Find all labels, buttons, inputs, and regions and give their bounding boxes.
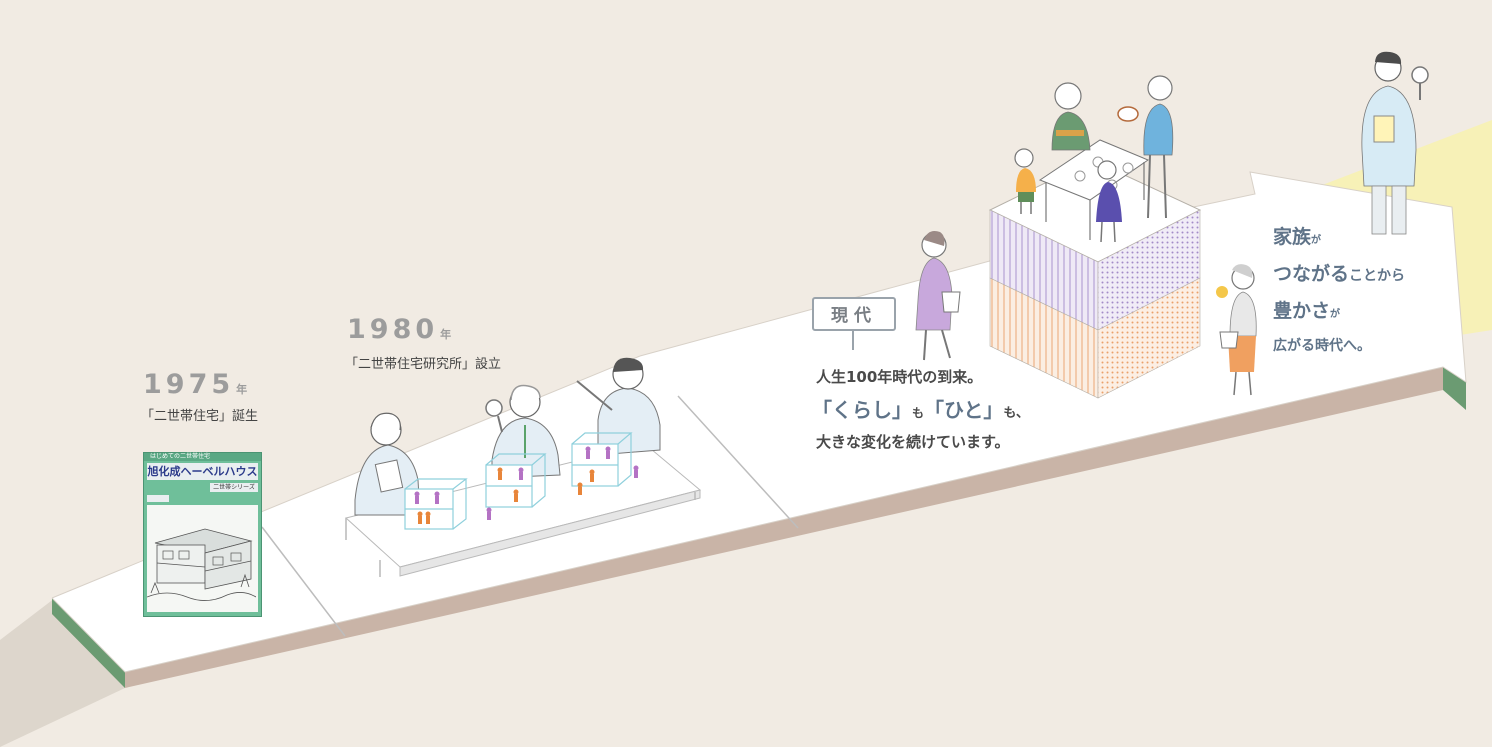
researcher-magnifier (485, 384, 561, 479)
family-cube (988, 159, 1202, 399)
present-line-1: 人生100年時代の到来。 (816, 368, 983, 386)
hito-quote: 「ひと」 (924, 398, 1004, 422)
caption-1980: 「二世帯住宅研究所」設立 (345, 357, 502, 372)
brochure-house-sketch (146, 505, 258, 612)
present-line-2: 「くらし」も「ひと」も、 (812, 394, 1029, 423)
road-shadow (0, 598, 125, 747)
caption-1975: 「二世帯住宅」誕生 (141, 409, 259, 424)
divider-present (677, 395, 799, 529)
road-green-edge (52, 598, 125, 688)
child-girl (1096, 160, 1122, 243)
divider-1980 (261, 526, 346, 637)
word-richness: 豊かさ (1273, 300, 1331, 322)
particle-ga-2: が (1330, 309, 1341, 320)
father (1117, 75, 1174, 219)
future-line-4: 広がる時代へ。 (1273, 338, 1371, 354)
model-box-3 (571, 432, 633, 487)
year-unit: 年 (440, 328, 452, 341)
year-unit: 年 (236, 383, 248, 396)
future-line-3: 豊かさが (1273, 296, 1340, 323)
brochure-badge (147, 495, 169, 502)
walking-woman (915, 231, 961, 361)
present-sign: 現代 (812, 297, 896, 331)
phrase-kotokara: ことから (1349, 268, 1406, 284)
model-box-2 (485, 453, 547, 508)
road-arrow-tip-side (1443, 367, 1466, 410)
child-boy (1014, 148, 1036, 214)
word-connect: つながる (1273, 263, 1350, 285)
grandmother (1216, 264, 1257, 396)
lab-table-front (399, 489, 701, 577)
brochure-band: はじめての二世帯住宅 (144, 453, 261, 461)
grandfather (1051, 82, 1091, 151)
particle-mo-2: も、 (1003, 406, 1030, 421)
particle-ga-1: が (1311, 235, 1322, 246)
kurashi-quote: 「くらし」 (812, 398, 912, 422)
researcher-pointer (576, 357, 661, 456)
figurines (414, 446, 639, 524)
future-line-1: 家族が (1273, 222, 1321, 249)
present-line-3: 大きな変化を続けています。 (816, 433, 1010, 451)
brochure-title: 旭化成ヘーベルハウス (147, 463, 258, 480)
scientist (1361, 51, 1429, 235)
road-outline (51, 171, 1467, 673)
brochure-series: 二世帯シリーズ (210, 483, 258, 492)
researcher-clipboard (354, 412, 421, 516)
brochure-cover: はじめての二世帯住宅 旭化成ヘーベルハウス 二世帯シリーズ (143, 452, 262, 617)
word-family: 家族 (1273, 226, 1312, 248)
future-line-2: つながることから (1273, 259, 1405, 286)
particle-mo-1: も (912, 406, 925, 420)
